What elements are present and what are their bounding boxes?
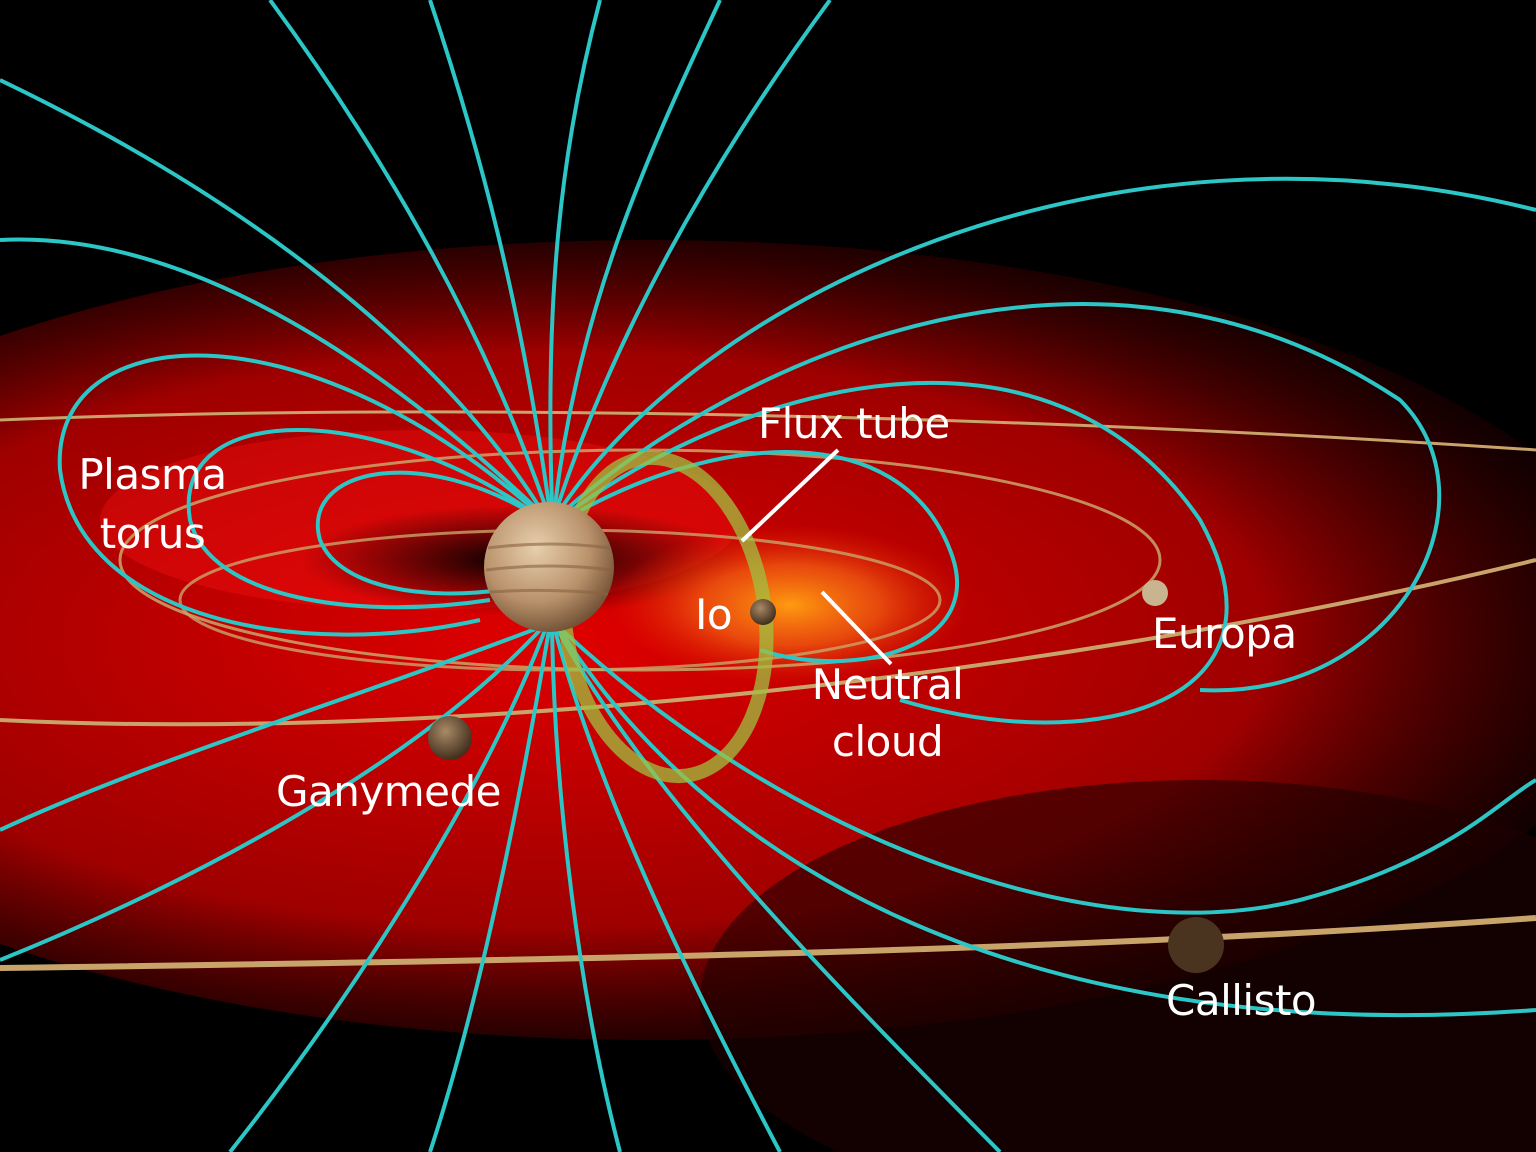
neutral-cloud-label: Neutral cloud <box>800 653 975 773</box>
io-moon <box>750 599 776 625</box>
neutral-cloud-label-line2: cloud <box>831 717 944 766</box>
ganymede-orbit <box>0 558 1536 727</box>
moon-orbits <box>0 410 1536 971</box>
ganymede-label: Ganymede <box>276 767 502 816</box>
plasma-torus-label-line1: Plasma <box>78 450 227 499</box>
europa-orbit <box>118 448 1162 672</box>
neutral-cloud-label-line1: Neutral <box>811 660 964 709</box>
plasma-torus-label: Plasma torus <box>70 443 235 565</box>
plasma-torus-label-line2: torus <box>99 509 206 558</box>
neutral-cloud-glow <box>610 525 970 685</box>
neutral-cloud-pointer <box>820 590 893 666</box>
callisto-label: Callisto <box>1166 976 1317 1025</box>
europa-label: Europa <box>1152 609 1297 658</box>
europa-moon <box>1142 580 1168 606</box>
io-label: Io <box>695 590 733 639</box>
callisto-moon <box>1168 917 1224 973</box>
callisto-orbit <box>0 915 1536 971</box>
flux-tube-pointer <box>740 448 840 543</box>
flux-tube-label: Flux tube <box>758 399 950 448</box>
ganymede-moon <box>428 716 472 760</box>
